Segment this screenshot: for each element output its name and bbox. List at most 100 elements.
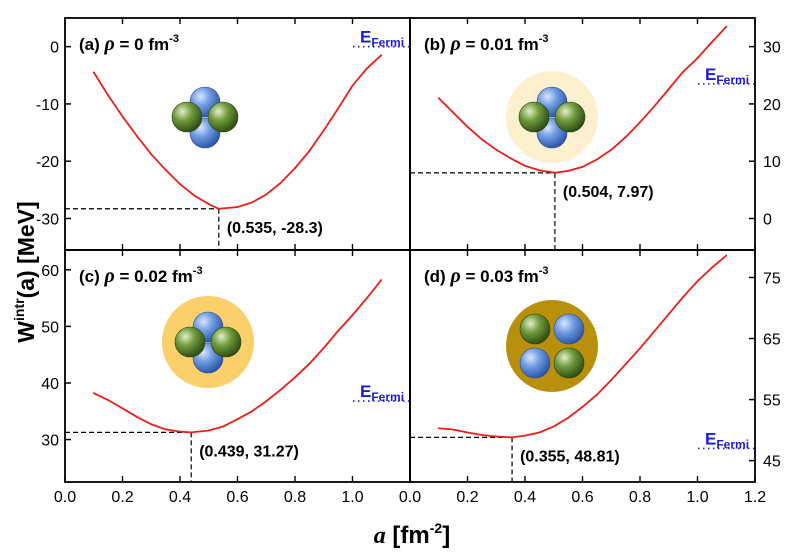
curve-point [524, 434, 526, 437]
curve-point [710, 266, 713, 269]
x-axis-label-unit-close: ] [442, 522, 450, 549]
y-tick-label: 30 [41, 433, 59, 450]
curve-point [624, 136, 627, 139]
curve-point [480, 138, 483, 141]
panel-title-prefix: (a) [79, 35, 105, 54]
curve-point [322, 129, 325, 132]
minimum-label: (0.504, 7.97) [563, 184, 654, 201]
panel-title-exponent: -3 [539, 33, 549, 45]
curve-point [107, 94, 110, 97]
curve-point [595, 158, 598, 161]
curve-point [121, 407, 124, 410]
neutron-right [210, 326, 242, 358]
cluster-background-disc [506, 300, 598, 392]
fermi-label: EFermi [360, 28, 404, 50]
curve-point [524, 164, 526, 167]
fermi-label-sub: Fermi [371, 390, 404, 404]
curve-point [696, 280, 699, 283]
y-tick-label: 60 [41, 263, 59, 280]
curve-point [495, 148, 498, 151]
panel-title: (a) ρ = 0 fm-3 [79, 33, 179, 55]
curve-point [667, 313, 670, 316]
panel-title-density: = 0.03 fm [461, 267, 539, 286]
nucleus-cluster-illustration [171, 86, 239, 149]
curve-point [480, 434, 483, 436]
y-tick-label: 30 [763, 40, 781, 57]
axis-labels-group: Wintr(a) [MeV] a [fm-2] [11, 201, 450, 549]
curve-point [135, 135, 138, 137]
curve-point [552, 425, 555, 428]
curve-point [279, 388, 282, 391]
panel-title-rho: ρ [104, 265, 115, 287]
x-tick-label: 0.2 [111, 489, 133, 506]
curve-point [351, 314, 354, 316]
curve-point [193, 194, 196, 197]
curve-point [452, 111, 455, 114]
x-tick-label: 1.0 [341, 489, 363, 506]
curve-point [250, 201, 253, 204]
y-tick-label: -10 [36, 97, 59, 114]
x-tick-label: 0.4 [514, 489, 536, 506]
minimum-label: (0.439, 31.27) [199, 443, 299, 460]
y-tick-label: 45 [763, 454, 781, 471]
nucleus-cluster-illustration [162, 296, 254, 388]
proton-top-right [553, 313, 585, 345]
panel-title-exponent: -3 [169, 33, 179, 45]
y-axis-label-main: W [13, 321, 39, 343]
curve-point [639, 347, 641, 350]
curve-point [294, 167, 296, 169]
curve-point [179, 430, 181, 433]
panel-title-rho: ρ [449, 33, 460, 55]
curve-point [725, 25, 728, 28]
curve-point [179, 183, 181, 186]
x-axis-label-var: a [374, 523, 386, 549]
curve-point [624, 363, 627, 366]
curve-point [351, 84, 354, 87]
curve-point [217, 207, 220, 210]
neutron-top-left [519, 313, 551, 345]
y-tick-label: 40 [41, 376, 59, 393]
x-axis-label-unit-sup: -2 [430, 520, 443, 536]
fermi-label: EFermi [360, 382, 404, 404]
curve-point [581, 166, 584, 168]
fermi-label-sub: Fermi [716, 437, 749, 451]
panel-title-exponent: -3 [193, 265, 203, 277]
panel-title-rho: ρ [104, 33, 115, 55]
panel-title-rho: ρ [449, 265, 460, 287]
panel-title-density: = 0 fm [115, 35, 169, 54]
curve-point [509, 157, 512, 160]
curve-point [222, 425, 225, 428]
curve-point [466, 431, 469, 434]
curve-point [308, 149, 311, 152]
fermi-label: EFermi [705, 429, 749, 451]
panel-title-density: = 0.01 fm [461, 35, 539, 54]
curve-point [610, 148, 613, 151]
curve-point [92, 71, 95, 74]
x-tick-label: 0.0 [399, 489, 421, 506]
y-axis-label-arg: (a) [MeV] [13, 201, 39, 298]
y-tick-label: 0 [763, 211, 772, 228]
curve-point [337, 330, 340, 332]
curve-point [279, 182, 282, 184]
fermi-label-main: E [705, 429, 716, 448]
curve-point [294, 376, 296, 379]
curve-point [667, 88, 670, 90]
curve-point [380, 54, 383, 57]
y-tick-label: 55 [763, 393, 781, 410]
neutron-left [171, 101, 203, 133]
panel-title-exponent: -3 [539, 265, 549, 277]
curve-point [567, 416, 570, 419]
x-axis-label: a [fm-2] [374, 520, 450, 549]
neutron-right [207, 101, 239, 133]
curve-point [308, 362, 311, 365]
x-tick-label: 0.6 [571, 489, 593, 506]
curve-point [437, 97, 440, 100]
curve-point [653, 330, 656, 333]
curve-point [682, 70, 685, 73]
curve-point [380, 279, 383, 281]
curve-point [92, 392, 95, 395]
